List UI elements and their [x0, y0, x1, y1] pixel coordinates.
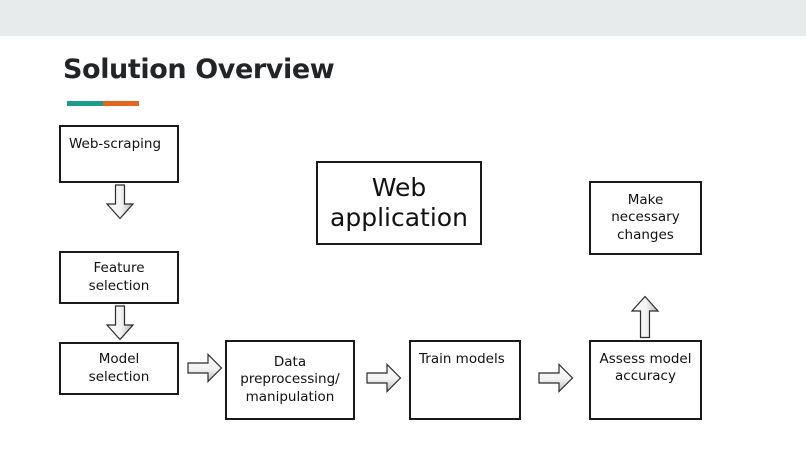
window-chrome-band	[0, 0, 806, 36]
flow-node-data-preprocessing[interactable]: Data preprocessing/ manipulation	[225, 340, 355, 420]
label-line-3: manipulation	[245, 388, 335, 405]
label-line-2: selection	[88, 368, 150, 385]
flow-node-assess-model-accuracy[interactable]: Assess model accuracy	[589, 340, 702, 420]
arrow-train-models-to-assess-accuracy	[538, 362, 574, 394]
label-line-2: application	[330, 203, 468, 232]
arrow-feature-selection-to-model-selection	[105, 305, 135, 341]
arrow-data-preprocessing-to-train-models	[366, 362, 402, 394]
label-line-2: selection	[88, 277, 150, 294]
label-line-2: necessary	[611, 209, 680, 226]
flow-node-make-necessary-changes[interactable]: Make necessary changes	[589, 181, 702, 255]
flow-node-train-models[interactable]: Train models	[409, 340, 521, 420]
flow-node-assess-model-accuracy-label: Assess model accuracy	[599, 342, 691, 386]
accent-rule-teal-segment	[67, 101, 103, 106]
arrow-web-scraping-to-feature-selection	[105, 184, 135, 220]
page-title: Solution Overview	[63, 54, 335, 85]
flow-node-web-application-label: Web application	[330, 173, 468, 233]
label-line-1: Assess model	[599, 351, 692, 367]
flow-node-feature-selection[interactable]: Feature selection	[59, 251, 179, 304]
flow-node-web-application[interactable]: Web application	[316, 161, 482, 245]
accent-rule-orange-segment	[103, 101, 139, 106]
label-line-3: changes	[617, 226, 674, 243]
accent-rule	[67, 101, 139, 106]
slide-canvas: Solution Overview Web-scraping Feature s…	[0, 36, 806, 453]
label-line-1: Feature	[93, 260, 145, 277]
flow-node-train-models-label: Train models	[419, 351, 505, 367]
arrow-model-selection-to-data-preprocessing	[187, 352, 223, 384]
flow-node-model-selection[interactable]: Model selection	[59, 342, 179, 395]
flow-node-make-necessary-changes-label: Make necessary changes	[611, 192, 679, 244]
flow-node-web-scraping-label: Web-scraping	[69, 136, 162, 152]
label-line-2: accuracy	[615, 368, 676, 385]
label-line-2: preprocessing/	[240, 371, 340, 388]
flow-node-data-preprocessing-label: Data preprocessing/ manipulation	[240, 354, 339, 406]
arrow-assess-accuracy-to-make-changes	[630, 295, 660, 339]
label-line-1: Web	[371, 173, 427, 202]
label-line-1: Data	[273, 354, 307, 371]
flow-node-web-scraping[interactable]: Web-scraping	[59, 125, 179, 183]
flow-node-feature-selection-label: Feature selection	[89, 260, 150, 295]
label-line-1: Model	[98, 351, 140, 368]
flow-node-model-selection-label: Model selection	[89, 351, 150, 386]
label-line-1: Make	[627, 192, 664, 209]
